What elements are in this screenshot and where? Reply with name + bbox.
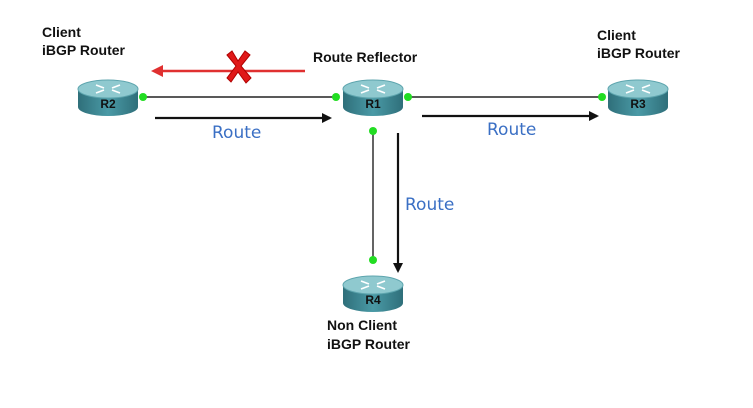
port-dot <box>139 93 147 101</box>
r4-role-line1: Non Client <box>327 317 397 333</box>
port-dot <box>369 127 377 135</box>
links <box>143 96 602 260</box>
port-dot <box>598 93 606 101</box>
r3-role-line2: iBGP Router <box>597 45 681 61</box>
port-dot <box>332 93 340 101</box>
r1-role: Route Reflector <box>313 49 418 65</box>
r4-role-line2: iBGP Router <box>327 336 411 352</box>
router-r2-name: R2 <box>100 97 116 111</box>
red-x-icon <box>226 50 252 84</box>
ports <box>139 93 606 264</box>
router-r4: R4 <box>342 275 404 313</box>
route-label-r1-r3: Route <box>487 120 536 140</box>
port-dot <box>404 93 412 101</box>
r2-role-line1: Client <box>42 24 81 40</box>
router-r3-name: R3 <box>630 97 646 111</box>
route-label-r1-r4: Route <box>405 195 454 215</box>
router-r3: R3 <box>607 79 669 117</box>
router-r1-name: R1 <box>365 97 381 111</box>
route-label-r2-r1: Route <box>212 123 261 143</box>
router-r2: R2 <box>77 79 139 117</box>
r3-role-line1: Client <box>597 27 636 43</box>
port-dot <box>369 256 377 264</box>
router-r1: R1 <box>342 79 404 117</box>
router-r4-name: R4 <box>365 293 381 307</box>
r2-role-line2: iBGP Router <box>42 42 126 58</box>
